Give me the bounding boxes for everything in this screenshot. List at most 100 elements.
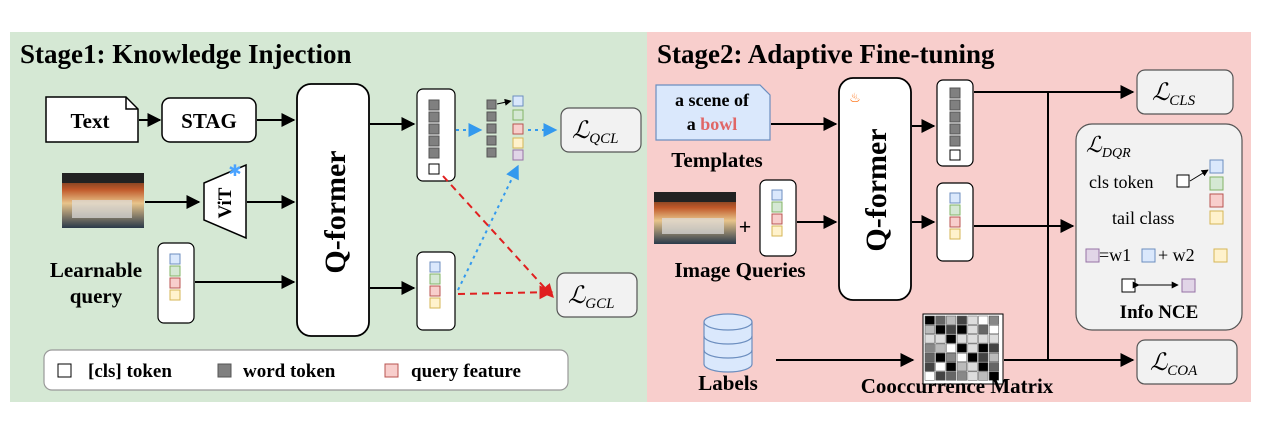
matrix-cell: [978, 325, 989, 335]
matrix-cell: [956, 362, 967, 372]
matrix-cell: [924, 371, 935, 381]
image-queries-tokens: [759, 179, 797, 257]
matrix-cell: [935, 325, 946, 335]
vit-label: ViT: [215, 187, 236, 218]
matrix-cell: [988, 343, 999, 353]
matrix-cell: [935, 343, 946, 353]
matrix-cell: [956, 371, 967, 381]
dqr-purple-swatch: [1085, 248, 1100, 263]
cooccurrence-matrix: [922, 313, 1004, 385]
matrix-cell: [956, 325, 967, 335]
matrix-cell: [924, 325, 935, 335]
query-output-stage2: [936, 182, 974, 262]
stag-box: [161, 97, 257, 143]
labels-database-icon: [703, 313, 753, 373]
legend-query-swatch: [384, 363, 399, 378]
matrix-cell: [988, 325, 999, 335]
token-query-pairs: [486, 95, 524, 161]
qformer-stage1: [296, 83, 370, 337]
matrix-cell: [924, 362, 935, 372]
matrix-cell: [946, 371, 957, 381]
loss-qcl-box: [560, 107, 642, 153]
qformer-stage1-label: Q-former: [319, 150, 352, 273]
dqr-cls-swatch: [1176, 174, 1190, 188]
matrix-cell: [956, 334, 967, 344]
matrix-cell: [978, 343, 989, 353]
matrix-cell: [956, 315, 967, 325]
loss-gcl-box: [556, 272, 638, 318]
loss-cls-label: ℒCLS: [1152, 80, 1196, 109]
matrix-cell: [946, 362, 957, 372]
matrix-cell: [946, 352, 957, 362]
info-nce-label: Info NCE: [1120, 302, 1199, 323]
legend-cls-label: [cls] token: [88, 361, 172, 382]
tail-class-label: tail class: [1112, 208, 1174, 228]
query-label: query: [70, 284, 123, 308]
text-box-label: Text: [71, 109, 110, 133]
matrix-cell: [967, 315, 978, 325]
image-queries-label: Image Queries: [674, 258, 805, 282]
matrix-cell: [924, 343, 935, 353]
matrix-cell: [935, 315, 946, 325]
input-image-stage1: [62, 173, 144, 228]
matrix-cell: [978, 334, 989, 344]
matrix-cell: [978, 352, 989, 362]
trainable-fire-icon: ♨: [849, 90, 861, 105]
legend-query-label: query feature: [411, 361, 521, 382]
matrix-cell: [967, 325, 978, 335]
dqr-yellow-swatch: [1213, 248, 1228, 263]
matrix-cell: [988, 371, 999, 381]
plus-w2-label: + w2: [1158, 245, 1195, 265]
loss-coa-label: ℒCOA: [1150, 350, 1198, 379]
eq-w1-label: =w1: [1099, 245, 1131, 265]
matrix-cell: [956, 343, 967, 353]
template-line1: a scene of: [675, 90, 750, 110]
matrix-cell: [967, 371, 978, 381]
text-output-stage2: [936, 79, 974, 167]
matrix-cell: [988, 362, 999, 372]
loss-coa-box: [1136, 339, 1238, 385]
matrix-cell: [988, 315, 999, 325]
dqr-blue-swatch: [1141, 248, 1156, 263]
matrix-cell: [967, 343, 978, 353]
matrix-cell: [978, 315, 989, 325]
matrix-cell: [956, 352, 967, 362]
plus-sign: +: [739, 214, 752, 239]
cooccurrence-label: Cooccurrence Matrix: [861, 374, 1054, 398]
matrix-cell: [978, 362, 989, 372]
nce-cls-swatch: [1121, 278, 1136, 293]
stag-label: STAG: [181, 109, 237, 133]
frozen-snowflake-icon: ✱: [228, 163, 241, 180]
template-line2: a bowl: [687, 114, 738, 134]
matrix-cell: [988, 334, 999, 344]
legend-box: [43, 349, 569, 391]
matrix-cell: [935, 371, 946, 381]
matrix-cell: [924, 352, 935, 362]
learnable-query-tokens: [157, 242, 195, 324]
matrix-cell: [946, 315, 957, 325]
matrix-cell: [935, 362, 946, 372]
stage1-title: Stage1: Knowledge Injection: [20, 39, 351, 69]
legend-word-label: word token: [243, 361, 336, 382]
nce-purple-swatch: [1181, 278, 1196, 293]
matrix-cell: [924, 315, 935, 325]
labels-label: Labels: [698, 371, 758, 395]
template-box: a scene of a bowl: [655, 84, 771, 141]
matrix-cell: [967, 334, 978, 344]
loss-gcl-label: ℒGCL: [568, 283, 614, 312]
loss-dqr-label: ℒDQR: [1086, 132, 1131, 161]
learnable-label: Learnable: [50, 258, 142, 282]
matrix-cell: [967, 352, 978, 362]
qformer-stage2-label: Q-former: [860, 128, 893, 251]
matrix-cell: [988, 352, 999, 362]
matrix-cell: [946, 334, 957, 344]
matrix-cell: [924, 334, 935, 344]
legend-cls-swatch: [57, 363, 72, 378]
query-token-output: [416, 251, 456, 331]
qformer-stage2: [838, 77, 912, 301]
input-image-stage2: [654, 192, 736, 244]
templates-label: Templates: [671, 148, 762, 172]
matrix-cell: [935, 334, 946, 344]
text-input-box: Text: [45, 96, 139, 143]
